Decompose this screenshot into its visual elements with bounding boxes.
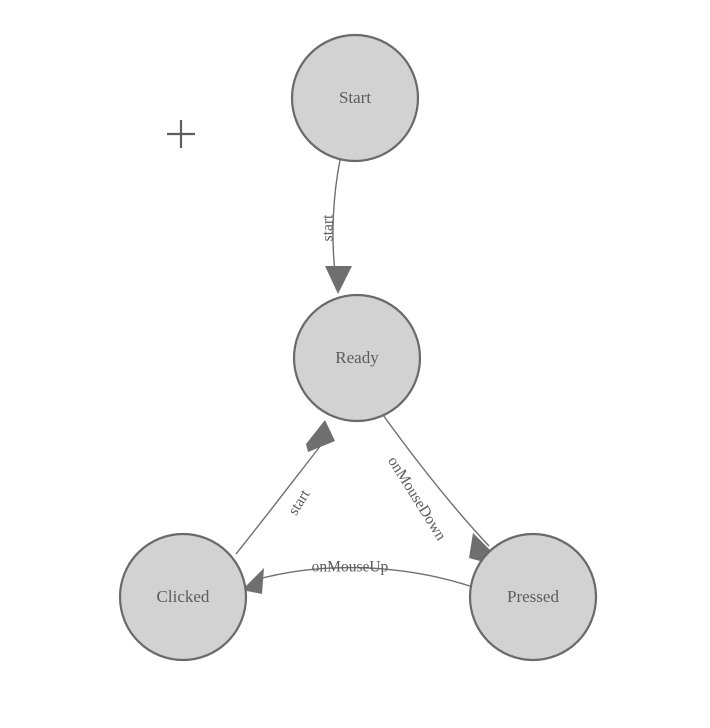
edge-label-clicked-to-ready: start	[285, 486, 314, 518]
node-label-clicked: Clicked	[157, 587, 210, 606]
edge-path	[254, 566, 474, 588]
node-circle	[468, 532, 598, 662]
edge-pressed-to-clicked[interactable]	[242, 566, 474, 594]
edge-path	[332, 159, 341, 273]
edge-label-start-to-ready: start	[320, 214, 337, 241]
edge-ready-to-pressed[interactable]	[382, 414, 498, 566]
edge-path	[235, 439, 326, 555]
arrowhead-icon	[242, 568, 264, 594]
node-label-pressed: Pressed	[507, 587, 559, 606]
edge-label-ready-to-pressed: onMouseDown	[384, 453, 449, 543]
node-pressed[interactable]: Pressed	[468, 532, 598, 662]
arrowhead-icon	[306, 420, 335, 452]
node-circle	[290, 33, 420, 163]
node-circle	[292, 293, 422, 423]
node-circle	[118, 532, 248, 662]
crosshair-icon[interactable]	[167, 120, 195, 148]
node-label-start: Start	[339, 88, 371, 107]
edge-path	[382, 414, 490, 547]
edge-label-pressed-to-clicked: onMouseUp	[312, 559, 389, 576]
edge-clicked-to-ready[interactable]	[235, 420, 335, 555]
edge-start-to-ready[interactable]	[325, 159, 352, 294]
arrowhead-icon	[325, 266, 352, 294]
node-ready[interactable]: Ready	[292, 293, 422, 423]
node-label-ready: Ready	[335, 348, 379, 367]
node-clicked[interactable]: Clicked	[118, 532, 248, 662]
node-start[interactable]: Start	[290, 33, 420, 163]
